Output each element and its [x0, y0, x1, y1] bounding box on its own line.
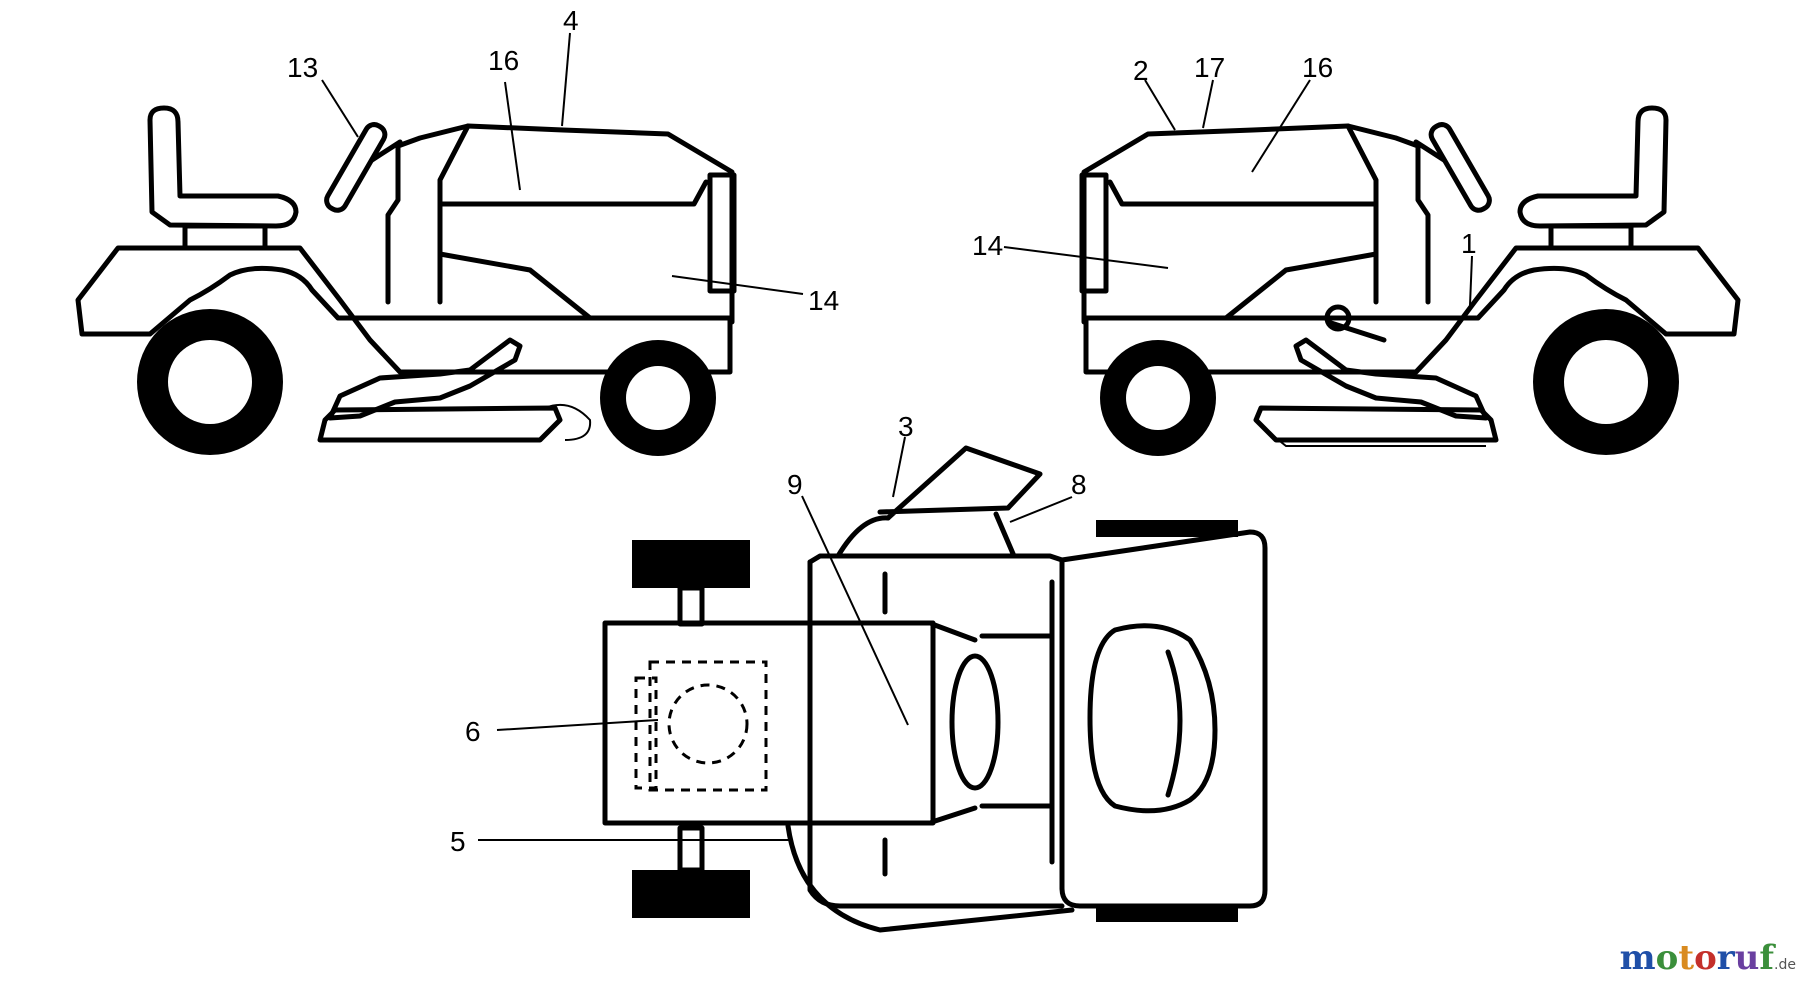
watermark-letter: t	[1678, 938, 1695, 978]
leader-16b	[1251, 79, 1311, 173]
leader-2	[1144, 79, 1176, 131]
callout-6: 6	[465, 716, 481, 747]
watermark-text: motoruf	[1620, 938, 1774, 978]
watermark-letter: o	[1655, 938, 1679, 978]
callout-14a: 14	[808, 285, 839, 316]
leader-8	[1009, 496, 1073, 523]
leader-4	[561, 32, 571, 127]
watermark-letter: f	[1759, 938, 1775, 978]
watermark-letter: r	[1716, 938, 1735, 978]
tractor-top-view	[602, 445, 1268, 933]
leader-17	[1202, 79, 1214, 129]
callout-13: 13	[287, 52, 318, 83]
callout-5: 5	[450, 826, 466, 857]
leader-3	[892, 436, 906, 498]
watermark-letter: u	[1734, 938, 1760, 978]
tractor-left-side-view	[75, 105, 737, 456]
watermark-suffix: .de	[1774, 957, 1796, 973]
callout-9: 9	[787, 469, 803, 500]
leader-16a	[504, 81, 521, 191]
leader-9	[801, 495, 909, 726]
callout-16a: 16	[488, 45, 519, 76]
leader-6	[496, 719, 659, 731]
watermark-letter: m	[1619, 938, 1656, 978]
callout-1: 1	[1461, 228, 1477, 259]
callout-8: 8	[1071, 469, 1087, 500]
leader-13	[321, 79, 359, 138]
callout-14b: 14	[972, 230, 1003, 261]
watermark-logo: motoruf.de	[1620, 938, 1796, 978]
callout-16b: 16	[1302, 52, 1333, 83]
leader-14b	[1003, 246, 1169, 269]
callout-3: 3	[898, 411, 914, 442]
leader-1	[1469, 255, 1473, 306]
tractor-right-side-view	[1079, 105, 1741, 456]
callout-labels: 13 16 4 14 2 17 16 14 1 3 9 8 6 5	[287, 5, 1477, 857]
callout-2: 2	[1133, 55, 1149, 86]
callout-17: 17	[1194, 52, 1225, 83]
leader-14a	[671, 275, 804, 295]
callout-4: 4	[563, 5, 579, 36]
watermark-letter: o	[1694, 938, 1717, 978]
leader-lines	[321, 32, 1473, 841]
